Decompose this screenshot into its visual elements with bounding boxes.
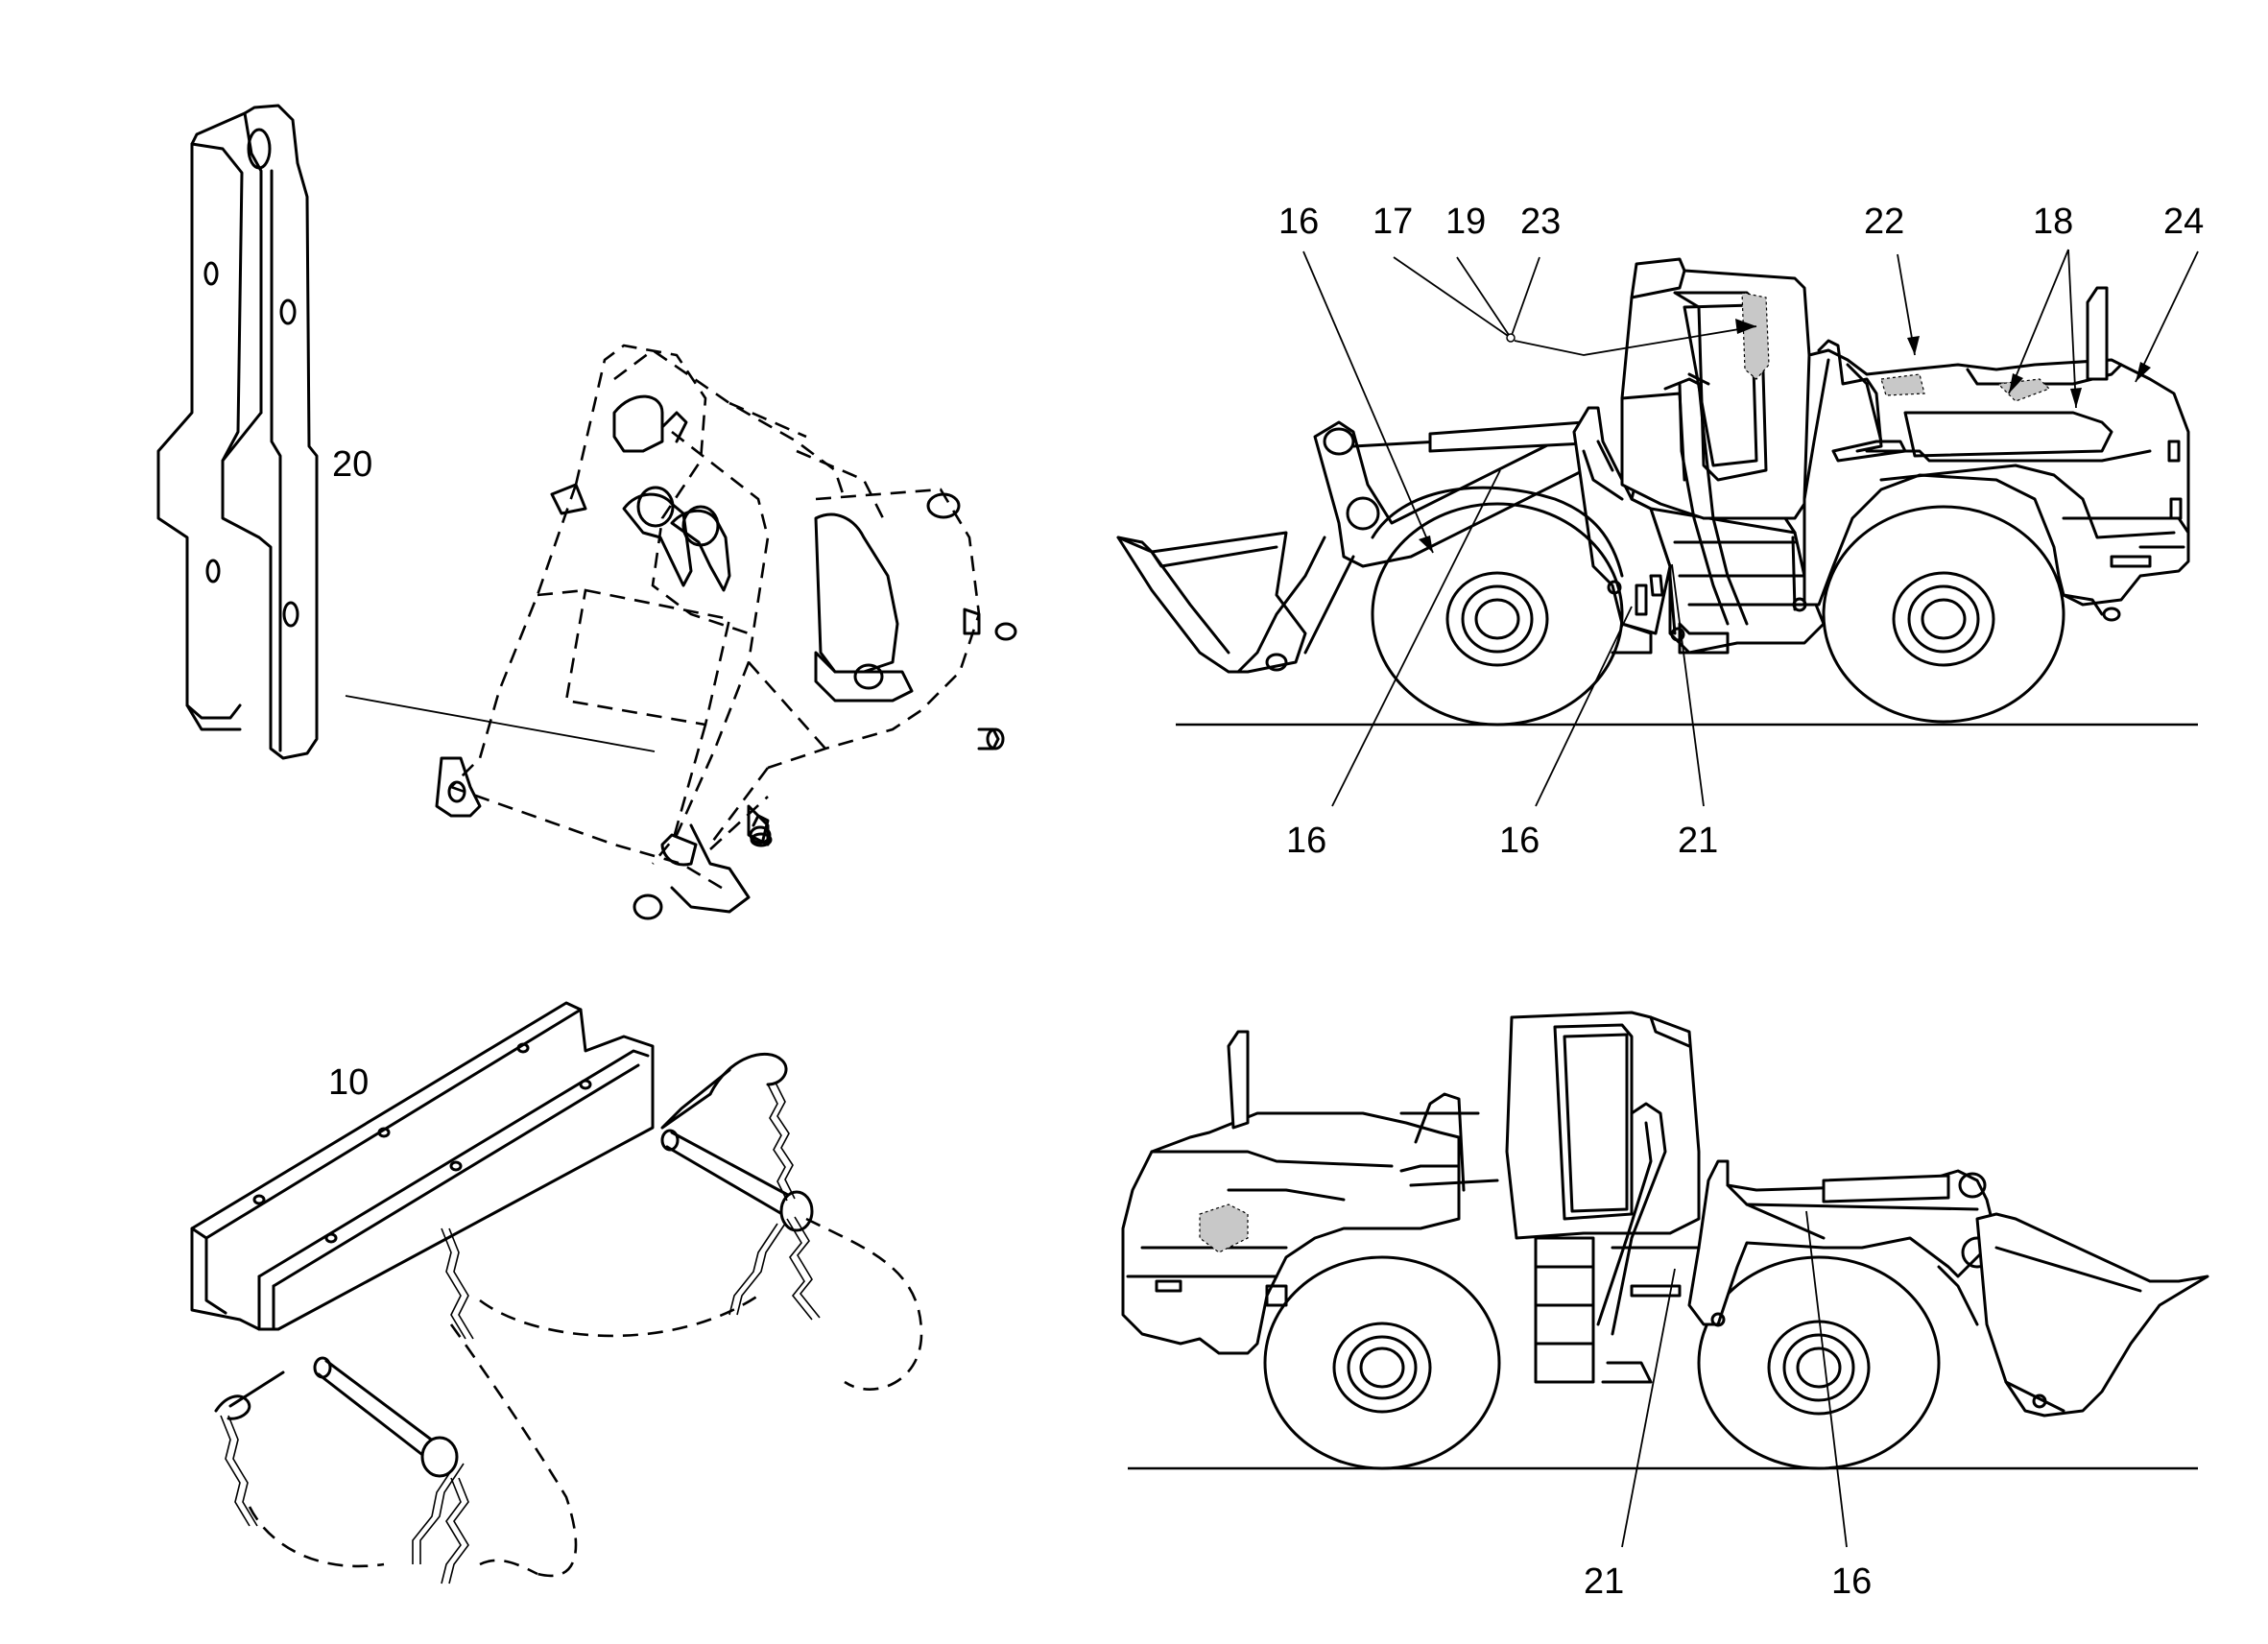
callout-16-lower-mid: 16: [1499, 821, 1540, 861]
callout-19: 19: [1445, 202, 1486, 242]
callout-23: 23: [1520, 202, 1561, 242]
callout-18: 18: [2033, 202, 2073, 242]
loader-frame-details: [435, 394, 1017, 920]
loader-frame: [450, 344, 981, 894]
leaders-bottom-right: [1621, 1210, 1848, 1548]
leader-20: [345, 695, 656, 752]
callout-16-lower-left: 16: [1286, 821, 1326, 861]
callout-22: 22: [1864, 202, 1904, 242]
callout-21-top: 21: [1678, 821, 1718, 861]
callout-16-bottom: 16: [1831, 1561, 1872, 1602]
callout-21-bottom: 21: [1584, 1561, 1624, 1602]
callout-labels: 20 10 16 17 19 23 22 18 24 16 16 21 21 1…: [328, 202, 2204, 1602]
part-10-pins: [214, 1052, 923, 1584]
callout-16-top: 16: [1278, 202, 1319, 242]
callout-24: 24: [2163, 202, 2204, 242]
leaders-top-right: [1302, 249, 2199, 807]
callout-20: 20: [332, 444, 372, 485]
part-20-bracket: [156, 104, 319, 760]
callout-17: 17: [1373, 202, 1413, 242]
callout-10: 10: [328, 1062, 369, 1103]
loader-left-view: [1116, 257, 2198, 727]
loader-right-view: [1121, 1011, 2209, 1470]
part-10-channel: [190, 1001, 655, 1331]
